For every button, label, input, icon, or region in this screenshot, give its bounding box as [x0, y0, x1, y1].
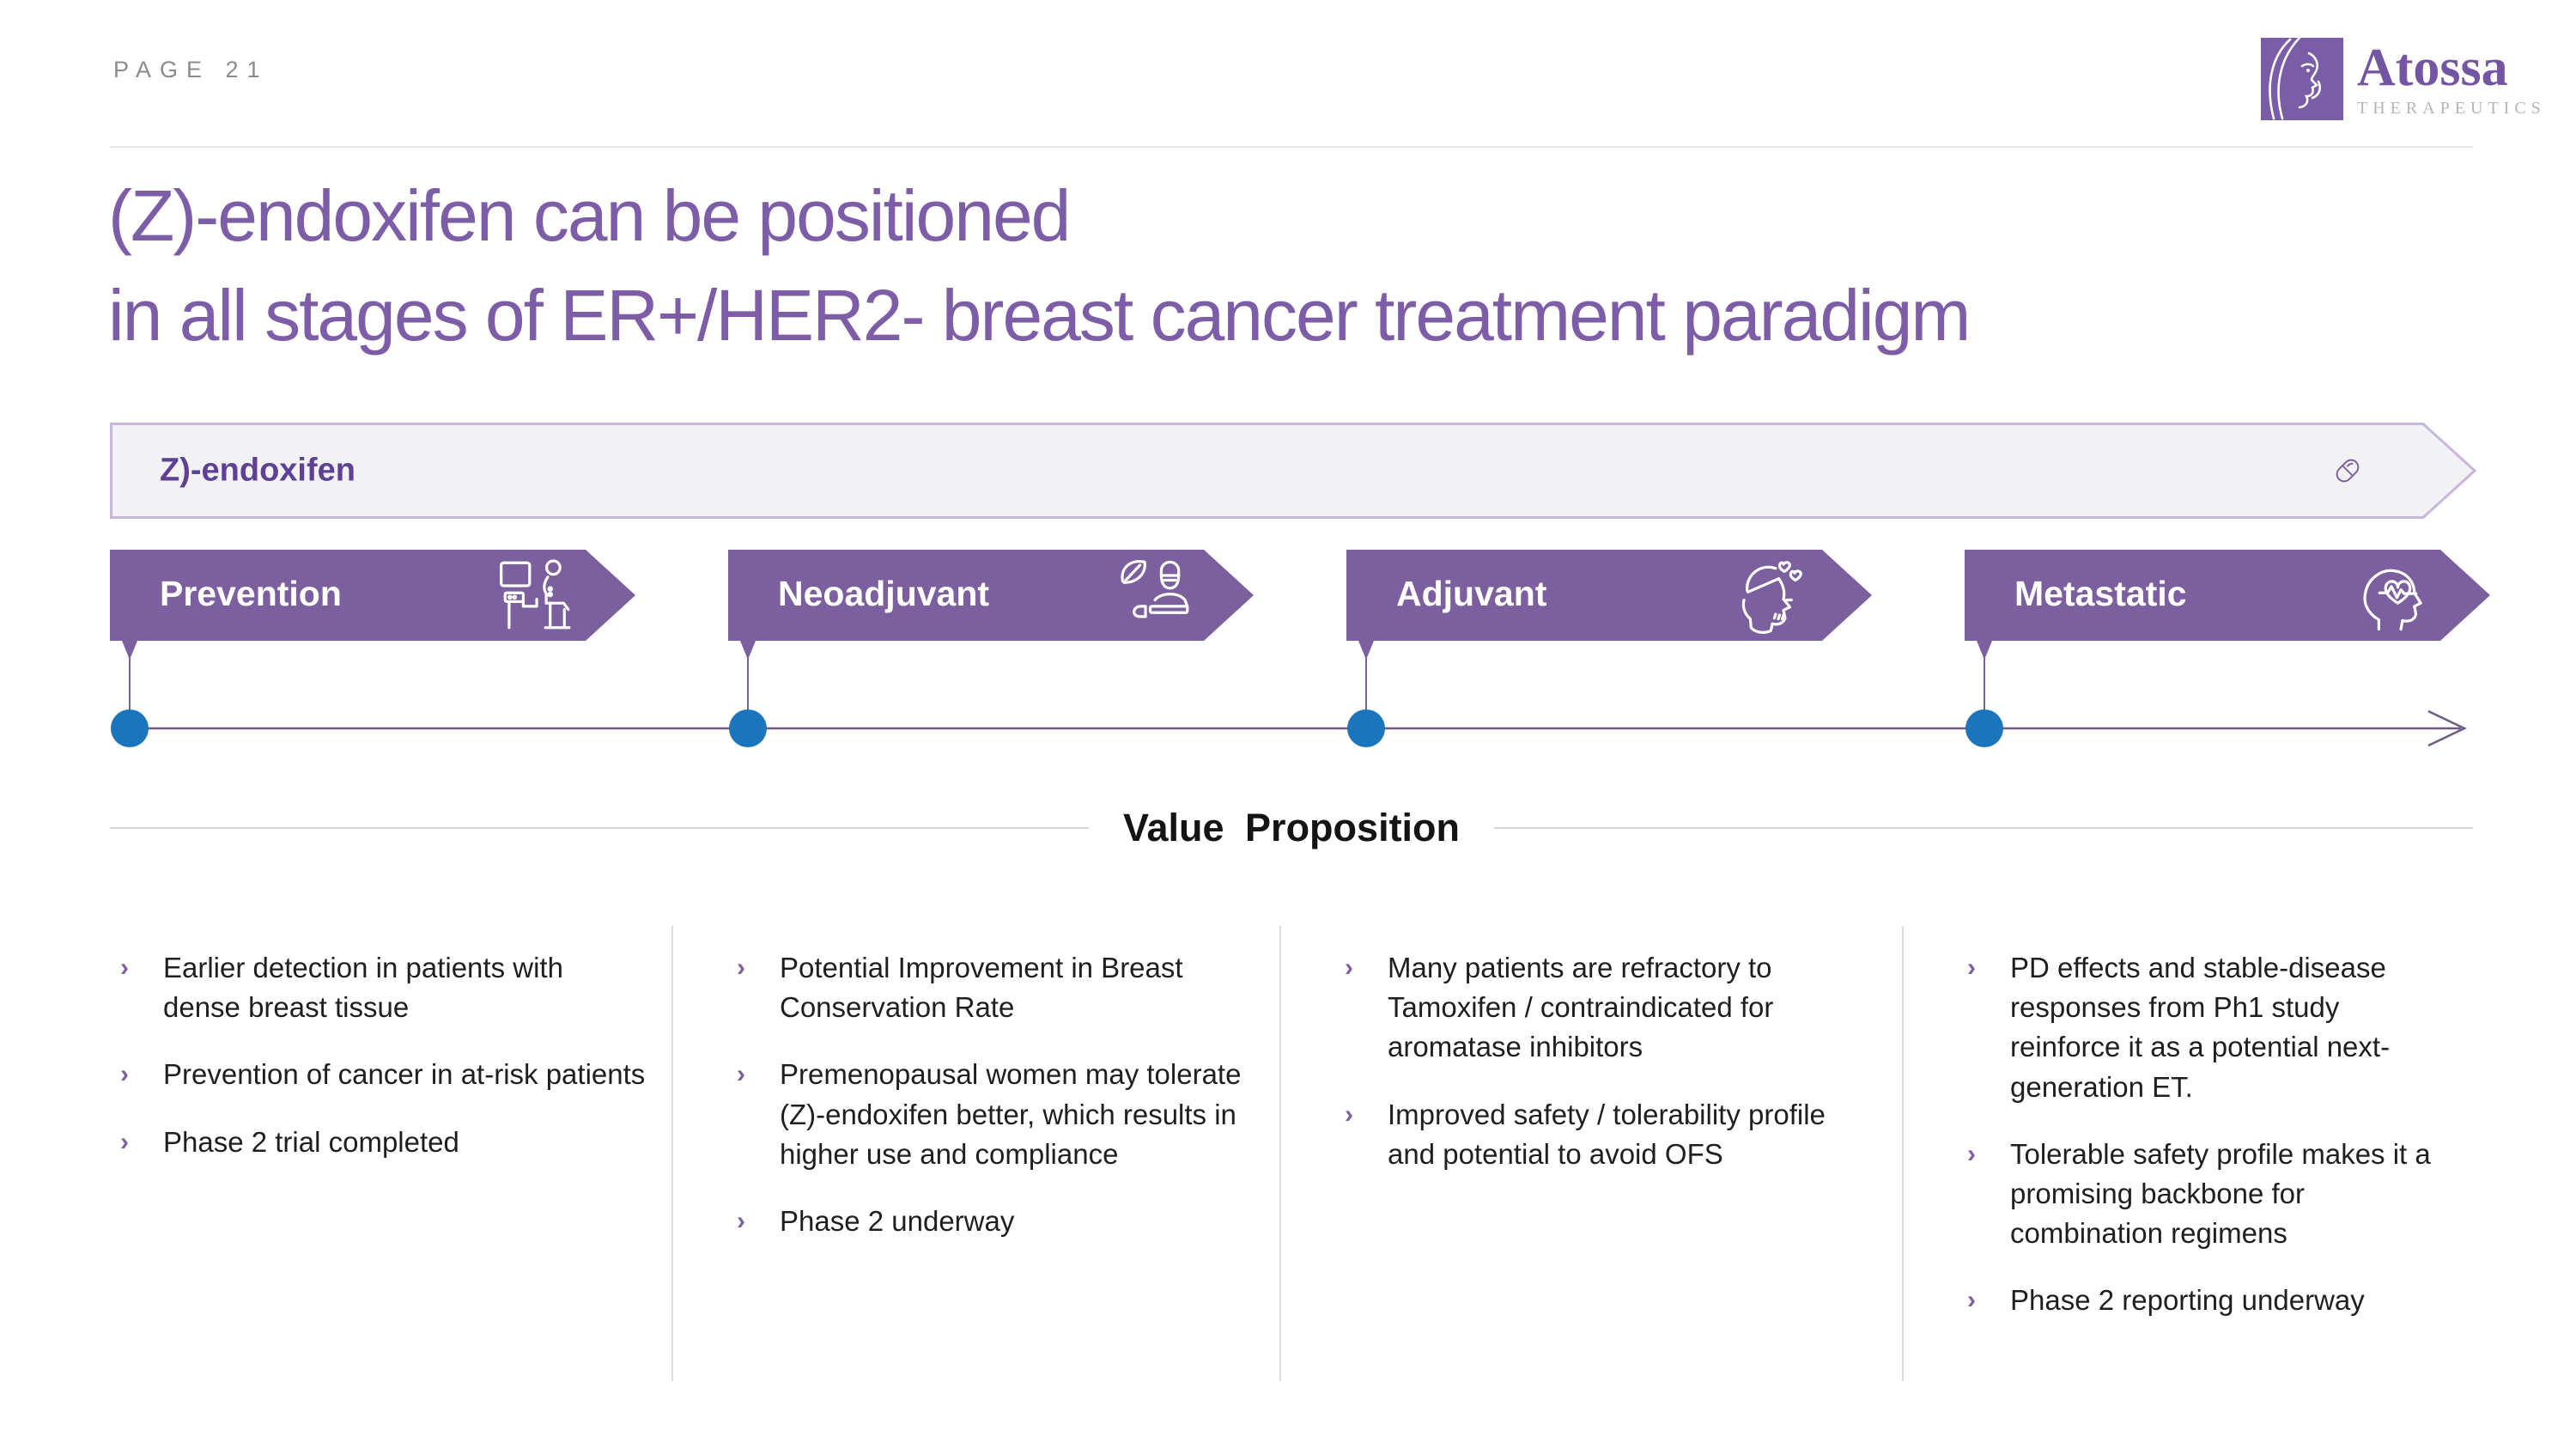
timeline-dot-metastatic [1965, 709, 2003, 747]
chevron-bullet-icon: › [737, 1060, 745, 1089]
header-divider [110, 146, 2473, 148]
list-item: › Phase 2 trial completed [120, 1123, 646, 1162]
head-hearts-icon [1741, 561, 1802, 634]
slide-title-line2: in all stages of ER+/HER2- breast cancer… [108, 274, 1971, 356]
treatment-timeline [111, 658, 2467, 747]
woman-profile-icon [2261, 38, 2343, 120]
logo-text: Atossa THERAPEUTICS [2357, 38, 2546, 119]
drug-banner: Z)-endoxifen [110, 423, 2476, 519]
timeline-dot-neoadjuvant [729, 709, 767, 747]
surgery-icon [1121, 560, 1189, 618]
heading-rule-left [110, 827, 1089, 829]
stage-label: Metastatic [2014, 574, 2187, 613]
stage-arrow-adjuvant: Adjuvant [1346, 550, 1872, 661]
logo-brand-text: Atossa [2357, 39, 2508, 97]
list-item: › Many patients are refractory to Tamoxi… [1345, 948, 1876, 1068]
chevron-bullet-icon: › [120, 953, 129, 982]
list-item: › Phase 2 underway [737, 1202, 1254, 1241]
drug-banner-label: Z)-endoxifen [160, 452, 355, 489]
list-item: › Tolerable safety profile makes it a pr… [1967, 1135, 2447, 1254]
column-metastatic: › PD effects and stable-disease response… [1902, 926, 2473, 1381]
chevron-bullet-icon: › [737, 1206, 745, 1235]
list-item: › Phase 2 reporting underway [1967, 1281, 2447, 1320]
logo-subbrand-text: THERAPEUTICS [2357, 99, 2546, 118]
chevron-bullet-icon: › [1345, 953, 1353, 982]
stage-arrow-shape [1965, 550, 2490, 660]
pill-icon [2336, 459, 2360, 483]
stage-arrow-shape [1346, 550, 1872, 660]
atossa-logo: Atossa THERAPEUTICS [2261, 38, 2546, 120]
bullet-text: PD effects and stable-disease responses … [2010, 952, 2391, 1103]
arrow-right-icon [2427, 709, 2467, 747]
bullet-text: Phase 2 reporting underway [2010, 1284, 2365, 1317]
mammography-screening-icon [500, 559, 571, 630]
bullet-text: Phase 2 trial completed [163, 1125, 459, 1158]
list-item: › Premenopausal women may tolerate (Z)-e… [737, 1055, 1254, 1174]
chevron-bullet-icon: › [737, 953, 745, 982]
bullet-text: Earlier detection in patients with dense… [163, 952, 563, 1024]
stage-arrow-neoadjuvant: Neoadjuvant [728, 550, 1254, 661]
bullet-text: Tolerable safety profile makes it a prom… [2010, 1137, 2431, 1250]
heading-rule-right [1494, 827, 2473, 829]
bullet-text: Many patients are refractory to Tamoxife… [1388, 952, 1774, 1063]
value-proposition-columns: › Earlier detection in patients with den… [110, 926, 2473, 1381]
stage-label: Neoadjuvant [778, 574, 990, 613]
column-adjuvant: › Many patients are refractory to Tamoxi… [1279, 926, 1902, 1381]
bullet-text: Improved safety / tolerability profile a… [1388, 1098, 1826, 1170]
bullet-text: Premenopausal women may tolerate (Z)-end… [780, 1058, 1242, 1170]
stage-arrow-prevention: Prevention [110, 550, 635, 661]
stage-arrow-shape [110, 550, 635, 660]
column-neoadjuvant: › Potential Improvement in Breast Conser… [671, 926, 1279, 1381]
chevron-bullet-icon: › [1967, 953, 1976, 982]
list-item: › Potential Improvement in Breast Conser… [737, 948, 1254, 1027]
bullet-text: Potential Improvement in Breast Conserva… [780, 952, 1183, 1024]
timeline-dot-prevention [111, 709, 149, 747]
timeline-dot-adjuvant [1347, 709, 1385, 747]
chevron-bullet-icon: › [120, 1127, 129, 1156]
bullet-text: Prevention of cancer in at-risk patients [163, 1058, 646, 1091]
list-item: › Prevention of cancer in at-risk patien… [120, 1055, 646, 1094]
chevron-bullet-icon: › [1967, 1286, 1976, 1315]
column-prevention: › Earlier detection in patients with den… [110, 926, 671, 1381]
stage-arrow-metastatic: Metastatic [1965, 550, 2490, 661]
page-number-label: PAGE 21 [113, 57, 269, 82]
chevron-bullet-icon: › [1967, 1139, 1976, 1168]
bullet-text: Phase 2 underway [780, 1204, 1015, 1237]
list-item: › Earlier detection in patients with den… [120, 948, 646, 1027]
list-item: › Improved safety / tolerability profile… [1345, 1095, 1876, 1174]
list-item: › PD effects and stable-disease response… [1967, 948, 2447, 1107]
value-proposition-header: Value Proposition [110, 806, 2473, 850]
slide-title: (Z)-endoxifen can be positioned in all s… [108, 167, 1971, 366]
stage-label: Adjuvant [1396, 574, 1547, 613]
head-heart-pulse-icon [2363, 569, 2422, 631]
slide-title-line1: (Z)-endoxifen can be positioned [108, 175, 1071, 256]
value-proposition-heading: Value Proposition [1122, 806, 1461, 849]
banner-arrow-shape [110, 423, 2476, 519]
chevron-bullet-icon: › [1345, 1099, 1353, 1129]
stage-label: Prevention [160, 574, 342, 613]
chevron-bullet-icon: › [120, 1060, 129, 1089]
